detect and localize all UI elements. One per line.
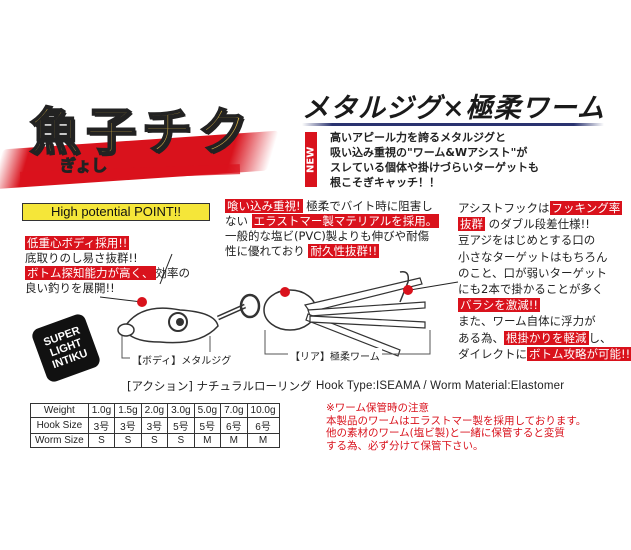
highlight: 抜群: [458, 217, 485, 232]
action-text: [アクション] ナチュラルローリング: [127, 379, 312, 393]
lure-illustration: [100, 253, 459, 359]
rear-label: 【リア】極柔ワーム: [288, 348, 382, 363]
text-span: アシストフックは: [458, 201, 550, 215]
row-header: Weight: [30, 403, 89, 418]
cell: M: [220, 433, 248, 448]
cell: S: [167, 433, 195, 448]
text-span: ない: [225, 214, 248, 228]
body-point-text: 低重心ボディ採用!! 底取りのし易さ抜群!! ボトム探知能力が高く、効率の 良い…: [25, 236, 190, 296]
cell: 10.0g: [246, 403, 280, 418]
intro-line: 高いアピール力を誇るメタルジグと: [330, 131, 506, 144]
text-span: 極柔でバイト時に阻害し: [306, 199, 433, 213]
logo-title: 魚子チク: [29, 101, 254, 162]
text-span: のダブル段差仕様!!: [488, 217, 590, 232]
text-span: ある為、: [458, 330, 504, 345]
intro-line: 根こそぎキャッチ！！: [330, 176, 440, 189]
high-potential-heading: High potential POINT!!: [22, 203, 210, 221]
new-badge: NEW: [305, 132, 317, 187]
logo-ruby: ぎょし: [59, 156, 108, 176]
cell: S: [87, 433, 116, 448]
headline-title: メタルジグ×極柔ワーム: [302, 93, 605, 124]
headline-underline: [302, 123, 604, 126]
highlight: フッキング率: [549, 201, 623, 215]
text-line: 底取りのし易さ抜群!!: [25, 251, 138, 265]
text-line: 一般的な塩ビ(PVC)製よりも伸びや耐傷: [225, 229, 430, 243]
cell: S: [114, 433, 142, 448]
cell: 5.0g: [193, 403, 222, 418]
highlight: バラシを激減!!: [458, 298, 540, 313]
text-line: のこと、口が弱いターゲット: [458, 265, 608, 280]
storage-warning-note: ※ワーム保管時の注意 本製品のワームはエラストマー製を採用しております。 他の素…: [326, 402, 586, 452]
cell: 5号: [193, 417, 222, 434]
text-line: 豆アジをはじめとする口の: [458, 233, 596, 248]
note-line: 本製品のワームはエラストマー製を採用しております。: [326, 414, 587, 427]
cell: M: [193, 433, 222, 448]
text-line: 良い釣りを展開!!: [25, 281, 115, 295]
highlight: エラストマー製マテリアルを採用。: [251, 214, 440, 228]
text-span: し、: [588, 330, 612, 345]
intro-text: 高いアピール力を誇るメタルジグと 吸い込み重視の"ワーム&Wアシスト"が スレて…: [330, 130, 539, 190]
highlight: ボトム攻略が可能!!: [527, 346, 631, 361]
highlight: 低重心ボディ採用!!: [25, 236, 130, 250]
highlight: 根掛かりを軽減: [504, 330, 589, 345]
cell: 6号: [246, 417, 280, 434]
highlight: 喰い込み重視!: [225, 199, 303, 213]
text-line: また、ワーム自体に浮力が: [458, 314, 596, 329]
note-line: ※ワーム保管時の注意: [326, 402, 429, 414]
row-header: Hook Size: [30, 417, 89, 434]
cell: S: [140, 433, 169, 448]
cell: 6号: [220, 417, 248, 434]
cell: M: [246, 433, 280, 448]
cell: 1.0g: [87, 403, 116, 418]
text-span: 効率の: [155, 266, 191, 280]
note-line: する為、必ず分けて保管下さい。: [326, 439, 484, 452]
hook-material-info: Hook Type:ISEAMA / Worm Material:Elastom…: [316, 380, 565, 392]
table-row: Weight 1.0g 1.5g 2.0g 3.0g 5.0g 7.0g 10.…: [30, 403, 280, 418]
body-label: 【ボディ】メタルジグ: [130, 352, 234, 367]
highlight: ボトム探知能力が高く、: [25, 266, 156, 280]
note-line: 他の素材のワーム(塩ビ製)と一緒に保管すると変質: [326, 427, 565, 439]
highlight: 耐久性抜群!!: [308, 244, 380, 258]
cell: 3号: [140, 417, 169, 434]
cell: 3.0g: [167, 403, 195, 418]
spec-table: Weight 1.0g 1.5g 2.0g 3.0g 5.0g 7.0g 10.…: [30, 403, 280, 448]
cell: 3号: [87, 417, 116, 434]
text-span: ダイレクトに: [458, 346, 527, 361]
cell: 7.0g: [220, 403, 248, 418]
cell: 5号: [167, 417, 195, 434]
row-header: Worm Size: [30, 433, 89, 448]
text-line: 小さなターゲットはもちろん: [458, 249, 608, 264]
cell: 3号: [114, 417, 142, 434]
hook-point-text: アシストフックはフッキング率 抜群 のダブル段差仕様!! 豆アジをはじめとする口…: [458, 200, 631, 362]
cell: 1.5g: [114, 403, 142, 418]
text-span: 性に優れており: [225, 244, 305, 258]
cell: 2.0g: [140, 403, 169, 418]
intro-line: スレている個体や掛けづらいターゲットも: [330, 161, 539, 174]
super-light-intiku-badge: SUPER LIGHT INTIKU: [30, 312, 102, 384]
intro-line: 吸い込み重視の"ワーム&Wアシスト"が: [330, 146, 528, 159]
worm-point-text: 喰い込み重視! 極柔でバイト時に阻害し ない エラストマー製マテリアルを採用。 …: [225, 199, 440, 259]
table-row: Worm Size S S S S M M M: [30, 433, 280, 448]
table-row: Hook Size 3号 3号 3号 5号 5号 6号 6号: [30, 417, 280, 434]
text-line: にも2本で掛かることが多く: [458, 282, 604, 297]
